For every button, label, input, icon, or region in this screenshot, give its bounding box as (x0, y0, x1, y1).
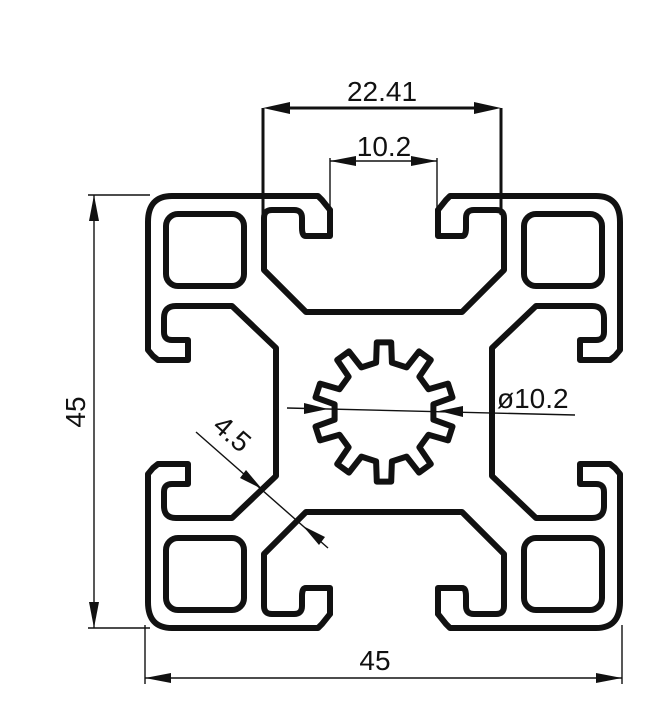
wall-thickness-label: 4.5 (207, 409, 257, 458)
slot-opening-width-label: 10.2 (357, 131, 412, 162)
dimension-slot-outer: 22.41 (261, 76, 503, 215)
dimension-overall-height: 45 (60, 194, 150, 629)
corner-cavity (163, 211, 247, 289)
dimension-overall-width: 45 (144, 625, 623, 684)
center-bore (312, 339, 456, 485)
dimension-slot-opening: 10.2 (329, 131, 438, 212)
slot-outer-width-label: 22.41 (347, 76, 417, 107)
dimension-wall-thickness: 4.5 (195, 409, 329, 549)
profile-outline (145, 193, 620, 628)
overall-height-label: 45 (60, 396, 91, 427)
dimension-bore-diameter: ø10.2 (286, 383, 576, 417)
bore-diameter-label: ø10.2 (497, 383, 569, 414)
profile-quadrant (145, 193, 387, 415)
overall-width-label: 45 (359, 645, 390, 676)
